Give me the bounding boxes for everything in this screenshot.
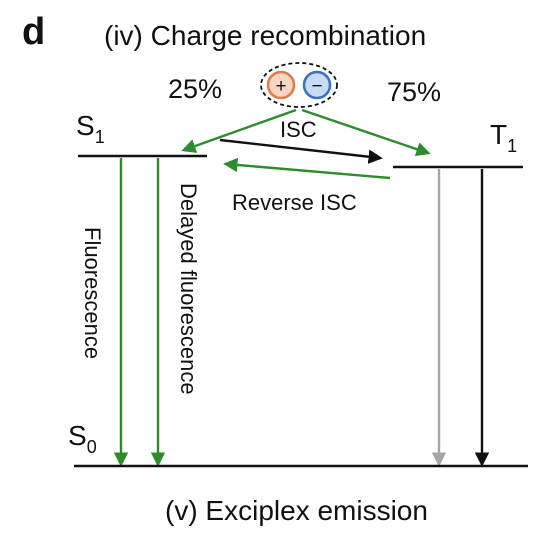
- minus-charge-label: −: [311, 76, 322, 97]
- recombination-to-s1-arrow: [181, 108, 297, 153]
- diagram-title: (iv) Charge recombination: [104, 20, 426, 51]
- footer-caption: (v) Exciplex emission: [165, 495, 428, 526]
- reverse-isc-arrow: [223, 157, 391, 180]
- panel-label: d: [22, 11, 45, 53]
- reverse-isc-label: Reverse ISC: [232, 190, 357, 215]
- percent-triplet: 75%: [387, 77, 441, 107]
- isc-arrow: [219, 138, 383, 164]
- percent-singlet: 25%: [168, 74, 222, 104]
- t1-label: T1: [490, 119, 517, 156]
- isc-label: ISC: [280, 117, 317, 142]
- plus-charge-icon: [266, 70, 296, 100]
- plus-charge-label: +: [275, 76, 286, 97]
- s0-label: S0: [68, 420, 97, 457]
- charge-pair-icon: + −: [260, 62, 338, 108]
- recombination-to-t1-arrow: [301, 108, 431, 157]
- minus-charge-icon: [302, 70, 332, 100]
- fluorescence-label: Fluorescence: [80, 227, 105, 359]
- s1-label: S1: [76, 110, 105, 147]
- delayed-fluorescence-label: Delayed fluorescence: [176, 183, 201, 395]
